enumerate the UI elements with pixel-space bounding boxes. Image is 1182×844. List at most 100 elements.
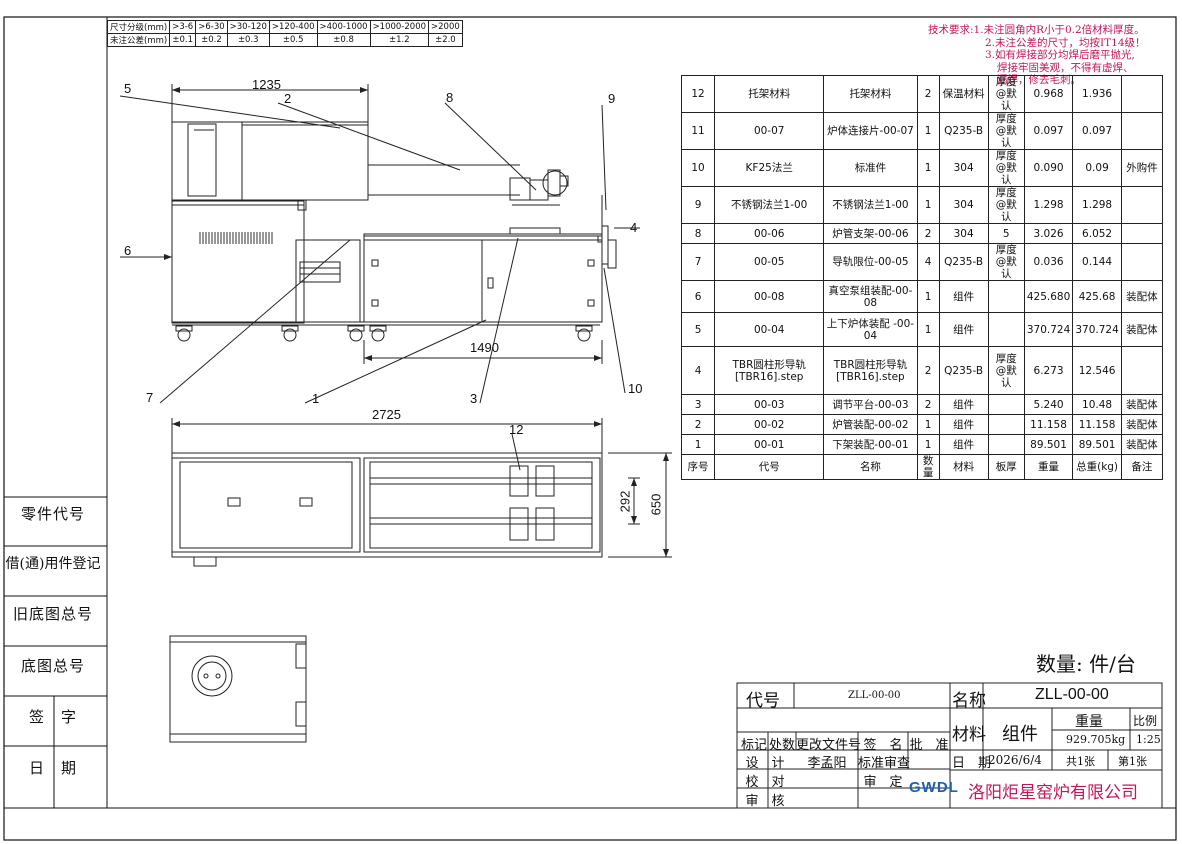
- tb-code-label: 代号: [746, 691, 780, 711]
- bom-cell: Q235-B: [938, 346, 989, 395]
- tb-weight-value: 929.705kg: [1066, 733, 1126, 746]
- tb-rev-sign: 签 名: [863, 738, 903, 753]
- dim-650: 650: [648, 493, 664, 516]
- callout-4: 4: [630, 220, 638, 235]
- bom-cell: 2: [680, 414, 716, 435]
- callout-10: 10: [628, 381, 643, 396]
- bom-cell: 10.48: [1072, 394, 1122, 415]
- tb-sheet-no: 第1张: [1118, 755, 1147, 768]
- tol-value: ±0.2: [195, 33, 228, 47]
- callout-3: 3: [470, 391, 478, 406]
- bom-cell: [1120, 243, 1164, 281]
- side-label-borrow-register: 借(通)用件登记: [5, 556, 101, 572]
- dim-2725: 2725: [372, 407, 401, 422]
- tol-range: >6-30: [195, 20, 228, 34]
- tb-std-review: 标准审查: [858, 756, 911, 771]
- tech-req-item: 2.未注公差的尺寸，均按IT14级！: [985, 36, 1146, 49]
- bom-cell: 厚度@默认: [987, 243, 1025, 281]
- bom-cell: 调节平台-00-03: [823, 394, 918, 415]
- bom-header-cell: 总重(kg): [1072, 454, 1122, 480]
- bom-cell: 厚度@默认: [987, 112, 1025, 150]
- dim-1490: 1490: [470, 340, 499, 355]
- tb-code-value: ZLL-00-00: [848, 690, 901, 701]
- bom-cell: 1.298: [1023, 186, 1074, 224]
- callout-7: 7: [146, 390, 154, 405]
- callout-12: 12: [509, 422, 524, 437]
- bom-cell: 1.936: [1072, 75, 1122, 113]
- bom-cell: 0.09: [1072, 149, 1122, 187]
- tech-req-item: 3.如有焊接部分均焊后磨平抛光,: [985, 49, 1135, 61]
- bom-cell: 0.097: [1023, 112, 1074, 150]
- bom-cell: 真空泵组装配-00-08: [823, 280, 918, 313]
- callout-6: 6: [124, 243, 132, 258]
- bom-cell: KF25法兰: [714, 149, 825, 187]
- tol-value: ±0.3: [226, 33, 270, 47]
- bom-cell: [1120, 112, 1164, 150]
- tb-rev-count: 处数: [768, 738, 795, 753]
- tech-req-item: 焊接牢固美观，不得有虚焊、: [997, 61, 1134, 74]
- bom-cell: [1120, 186, 1164, 224]
- bom-header-cell: 备注: [1120, 454, 1164, 480]
- tb-name-label: 名称: [952, 691, 986, 711]
- bom-cell: 12: [680, 75, 716, 113]
- bom-header-cell: 序号: [680, 454, 716, 480]
- bom-cell: 托架材料: [714, 75, 825, 113]
- bom-header-cell: 名称: [823, 454, 918, 480]
- bom-cell: 7: [680, 243, 716, 281]
- tol-value: ±0.1: [169, 33, 197, 47]
- bom-cell: 370.724: [1072, 312, 1122, 347]
- bom-header-cell: 代号: [714, 454, 825, 480]
- callout-9: 9: [608, 91, 616, 106]
- bom-cell: 9: [680, 186, 716, 224]
- quantity-label: 数量: 件/台: [1036, 652, 1136, 676]
- bom-cell: 6: [680, 280, 716, 313]
- bom-cell: 89.501: [1072, 434, 1122, 455]
- bom-cell: 6.273: [1023, 346, 1074, 395]
- bom-cell: Q235-B: [938, 112, 989, 150]
- side-label-date: 日 期: [28, 759, 77, 777]
- bom-cell: 11: [680, 112, 716, 150]
- tb-scale-value: 1:25: [1136, 733, 1161, 746]
- tb-date-label: 日 期: [952, 756, 992, 771]
- bom-cell: 4: [680, 346, 716, 395]
- tb-material-value: 组件: [1002, 724, 1038, 745]
- bom-cell: 0.144: [1072, 243, 1122, 281]
- bom-header-cell: 数量: [916, 454, 940, 480]
- tol-value: ±1.2: [369, 33, 430, 47]
- side-label-old-drawing-no: 旧底图总号: [12, 605, 93, 623]
- tb-rev-approve: 批 准: [909, 738, 949, 753]
- tol-row-label: 未注公差(mm): [106, 33, 171, 47]
- bom-cell: 5: [680, 312, 716, 347]
- dim-1235: 1235: [252, 77, 281, 92]
- bom-cell: 00-08: [714, 280, 825, 313]
- tb-rev-doc: 更改文件号: [796, 738, 862, 753]
- tol-value: ±2.0: [428, 33, 463, 47]
- tb-designer: 李孟阳: [807, 756, 847, 771]
- bom-cell: 10: [680, 149, 716, 187]
- bom-header-cell: 板厚: [987, 454, 1025, 480]
- bom-cell: 炉管装配-00-02: [823, 414, 918, 435]
- bom-cell: 304: [938, 149, 989, 187]
- bom-cell: 不锈钢法兰1-00: [823, 186, 918, 224]
- tb-name-value: ZLL-00-00: [1035, 686, 1109, 703]
- logo-text: GWDL: [909, 779, 959, 796]
- tb-final-review-label: 审 定: [863, 775, 903, 790]
- tb-sheets-total: 共1张: [1066, 755, 1095, 768]
- tb-design-label: 设 计: [745, 756, 785, 771]
- bom-header-cell: 重量: [1023, 454, 1074, 480]
- bom-cell: 下架装配-00-01: [823, 434, 918, 455]
- tb-audit-label: 审 核: [745, 794, 785, 809]
- side-label-part-code: 零件代号: [20, 505, 85, 523]
- bom-cell: 425.68: [1072, 280, 1122, 313]
- bom-cell: 12.546: [1072, 346, 1122, 395]
- bom-cell: 组件: [938, 312, 989, 347]
